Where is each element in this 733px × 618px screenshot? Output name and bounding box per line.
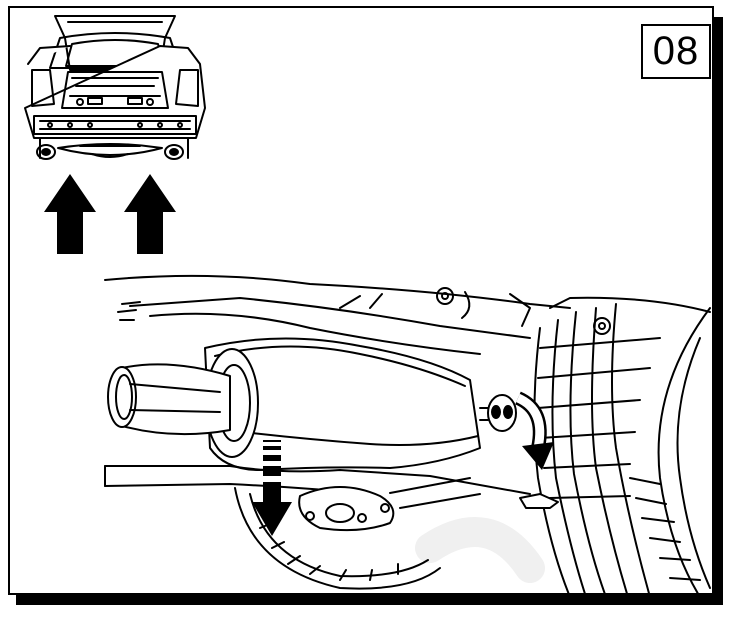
rotate-arrow-icon [514,391,554,470]
watermark [415,517,545,583]
instruction-panel: 08 [8,6,714,595]
up-arrow-left-icon [44,174,96,254]
step-number-badge: 08 [641,24,711,79]
up-arrow-right-icon [124,174,176,254]
car-rear-illustration [24,15,206,160]
underbody-detail-illustration [104,274,711,593]
illustration-canvas [24,15,711,593]
down-arrow-icon [252,440,292,536]
